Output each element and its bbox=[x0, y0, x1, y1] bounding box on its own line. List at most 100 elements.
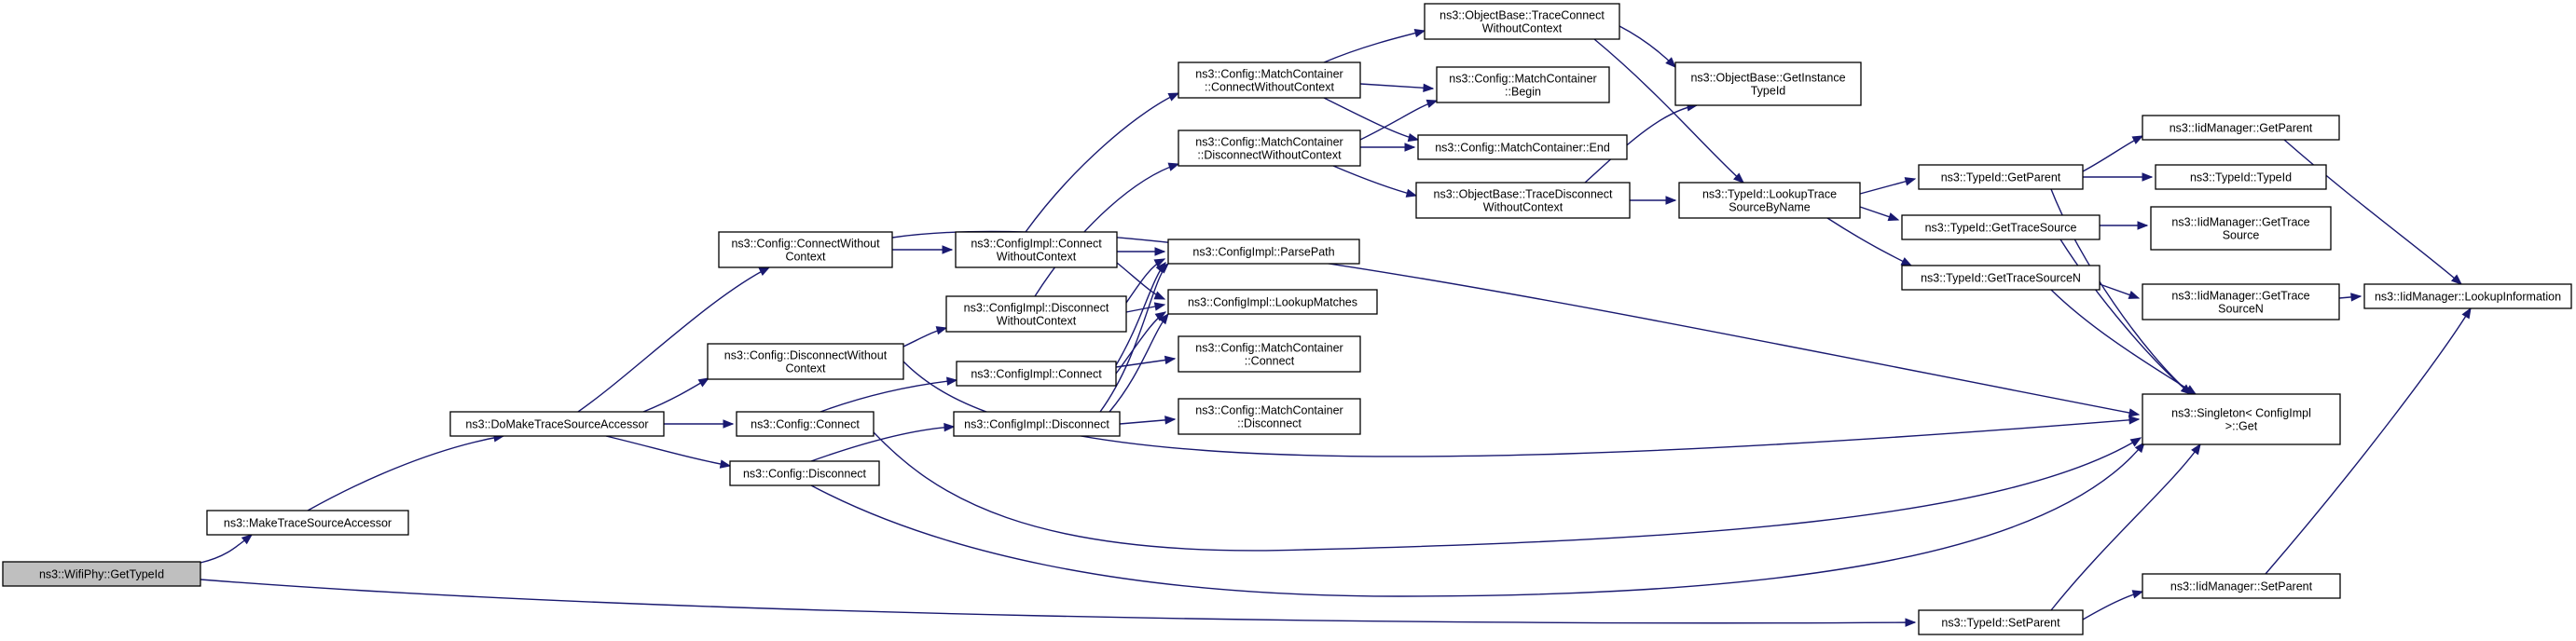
arrowhead-wifi-to-make bbox=[241, 534, 254, 545]
node-label-obtd-1: WithoutContext bbox=[1483, 201, 1564, 214]
node-tgetparent[interactable]: ns3::TypeId::GetParent bbox=[1918, 164, 2084, 190]
arrowhead-tlookup-to-tgetparent bbox=[1904, 177, 1917, 186]
arrowhead-cdwc-to-idwc bbox=[935, 326, 948, 335]
arrowhead-domake-to-ccwc bbox=[758, 266, 771, 276]
node-lmatch[interactable]: ns3::ConfigImpl::LookupMatches bbox=[1167, 289, 1378, 315]
node-box-imsetparent bbox=[2142, 573, 2341, 599]
node-tgettsn[interactable]: ns3::TypeId::GetTraceSourceN bbox=[1901, 265, 2101, 291]
node-label-iconn-0: ns3::ConfigImpl::Connect bbox=[971, 368, 1102, 381]
edge-mccwc-to-mcbegin bbox=[1359, 83, 1434, 89]
edge-imsetparent-to-imlookup bbox=[2265, 307, 2472, 575]
call-edges bbox=[200, 25, 2472, 627]
arrowhead-imsetparent-to-imlookup bbox=[2461, 307, 2472, 320]
node-box-icwc bbox=[955, 231, 1118, 268]
node-singleton[interactable]: ns3::Singleton< ConfigImpl >::Get bbox=[2142, 393, 2341, 445]
node-make[interactable]: ns3::MakeTraceSourceAccessor bbox=[206, 510, 409, 536]
node-box-wifi bbox=[2, 561, 201, 587]
node-obtd[interactable]: ns3::ObjectBase::TraceDisconnectWithoutC… bbox=[1415, 182, 1631, 219]
node-label-idwc-0: ns3::ConfigImpl::Disconnect bbox=[964, 302, 1109, 315]
node-label-tgetts-0: ns3::TypeId::GetTraceSource bbox=[1925, 222, 2077, 235]
edge-idwc-to-mcdwc bbox=[1034, 163, 1179, 297]
arrowhead-tlookup-to-tgettsn bbox=[1900, 257, 1913, 266]
node-label-tsetparent-0: ns3::TypeId::SetParent bbox=[1941, 617, 2060, 630]
node-label-lmatch-0: ns3::ConfigImpl::LookupMatches bbox=[1188, 296, 1357, 309]
arrowhead-tgetparent-to-ttypeid bbox=[2142, 172, 2154, 182]
node-label-cdwc-1: Context bbox=[785, 362, 826, 375]
node-ccwc[interactable]: ns3::Config::ConnectWithoutContext bbox=[718, 231, 893, 268]
node-mcend[interactable]: ns3::Config::MatchContainer::End bbox=[1417, 134, 1628, 160]
arrowhead-domake-to-cdwc bbox=[697, 377, 710, 388]
arrowhead-obtc-to-tlookup bbox=[1733, 172, 1745, 184]
node-box-obtc bbox=[1424, 3, 1620, 40]
node-tsetparent[interactable]: ns3::TypeId::SetParent bbox=[1918, 609, 2084, 635]
arrowhead-icwc-to-lmatch bbox=[1153, 291, 1166, 300]
node-mcdisc[interactable]: ns3::Config::MatchContainer::Disconnect bbox=[1178, 398, 1361, 435]
node-idisc[interactable]: ns3::ConfigImpl::Disconnect bbox=[953, 411, 1121, 437]
node-icwc[interactable]: ns3::ConfigImpl::ConnectWithoutContext bbox=[955, 231, 1118, 268]
node-mcbegin[interactable]: ns3::Config::MatchContainer::Begin bbox=[1436, 66, 1610, 103]
node-label-tgetparent-0: ns3::TypeId::GetParent bbox=[1941, 171, 2061, 184]
node-box-iconn bbox=[956, 361, 1117, 387]
node-label-mcbegin-1: ::Begin bbox=[1505, 86, 1541, 99]
node-imgetts[interactable]: ns3::IidManager::GetTraceSource bbox=[2150, 206, 2332, 251]
node-box-cdwc bbox=[707, 343, 904, 380]
node-label-obgi-1: TypeId bbox=[1751, 85, 1786, 98]
edge-tsetparent-to-singleton bbox=[2050, 443, 2201, 611]
node-mcconn[interactable]: ns3::Config::MatchContainer::Connect bbox=[1178, 335, 1361, 373]
arrowhead-tsetparent-to-imsetparent bbox=[2131, 590, 2144, 599]
arrowhead-ccwc-to-icwc bbox=[942, 245, 954, 254]
node-box-ppath bbox=[1167, 239, 1360, 265]
node-box-lmatch bbox=[1167, 289, 1378, 315]
node-imgettsn[interactable]: ns3::IidManager::GetTraceSourceN bbox=[2142, 283, 2340, 320]
node-box-tgetts bbox=[1901, 214, 2101, 240]
node-ppath[interactable]: ns3::ConfigImpl::ParsePath bbox=[1167, 239, 1360, 265]
node-imgetparent[interactable]: ns3::IidManager::GetParent bbox=[2142, 115, 2340, 141]
node-label-idisc-0: ns3::ConfigImpl::Disconnect bbox=[964, 418, 1109, 431]
edge-cdisc-to-singleton bbox=[810, 442, 2145, 597]
edge-idisc-to-ppath bbox=[1099, 263, 1169, 413]
node-wifi[interactable]: ns3::WifiPhy::GetTypeId bbox=[2, 561, 201, 587]
node-cdisc[interactable]: ns3::Config::Disconnect bbox=[729, 460, 880, 486]
node-mccwc[interactable]: ns3::Config::MatchContainer::ConnectWith… bbox=[1178, 61, 1361, 99]
edge-obtc-to-obgi bbox=[1619, 25, 1676, 68]
node-label-mcend-0: ns3::Config::MatchContainer::End bbox=[1435, 142, 1610, 155]
node-label-imsetparent-0: ns3::IidManager::SetParent bbox=[2170, 580, 2313, 593]
node-mcdwc[interactable]: ns3::Config::MatchContainer::DisconnectW… bbox=[1178, 130, 1361, 167]
arrowhead-mcdwc-to-obtd bbox=[1405, 188, 1418, 198]
edge-obtd-to-obgi bbox=[1584, 104, 1698, 184]
arrowhead-tsetparent-to-singleton bbox=[2191, 443, 2201, 456]
edge-obtc-to-tlookup bbox=[1593, 38, 1744, 184]
node-domake[interactable]: ns3::DoMakeTraceSourceAccessor bbox=[449, 411, 665, 437]
node-obtc[interactable]: ns3::ObjectBase::TraceConnectWithoutCont… bbox=[1424, 3, 1620, 40]
node-label-singleton-1: >::Get bbox=[2225, 420, 2258, 433]
arrowhead-wifi-to-tsetparent bbox=[1905, 618, 1917, 627]
node-idwc[interactable]: ns3::ConfigImpl::DisconnectWithoutContex… bbox=[945, 295, 1127, 333]
edge-cconn-to-singleton bbox=[873, 431, 2142, 552]
node-label-obtd-0: ns3::ObjectBase::TraceDisconnect bbox=[1434, 188, 1614, 201]
node-ttypeid[interactable]: ns3::TypeId::TypeId bbox=[2155, 164, 2327, 190]
node-label-imgetts-1: Source bbox=[2223, 229, 2260, 242]
node-box-tlookup bbox=[1678, 182, 1861, 219]
arrowhead-iconn-to-lmatch bbox=[1154, 311, 1167, 321]
arrowhead-imgettsn-to-imlookup bbox=[2350, 293, 2362, 302]
node-imsetparent[interactable]: ns3::IidManager::SetParent bbox=[2142, 573, 2341, 599]
arrowhead-mcdwc-to-mcbegin bbox=[1426, 99, 1439, 108]
node-tgetts[interactable]: ns3::TypeId::GetTraceSource bbox=[1901, 214, 2101, 240]
arrowhead-idwc-to-lmatch bbox=[1153, 302, 1166, 311]
node-box-singleton bbox=[2142, 393, 2341, 445]
node-label-cconn-0: ns3::Config::Connect bbox=[751, 418, 860, 431]
node-label-icwc-1: WithoutContext bbox=[997, 251, 1077, 264]
node-label-tlookup-1: SourceByName bbox=[1729, 201, 1811, 214]
node-label-cdwc-0: ns3::Config::DisconnectWithout bbox=[724, 349, 888, 362]
node-cdwc[interactable]: ns3::Config::DisconnectWithoutContext bbox=[707, 343, 904, 380]
node-label-mccwc-1: ::ConnectWithoutContext bbox=[1205, 81, 1334, 94]
node-iconn[interactable]: ns3::ConfigImpl::Connect bbox=[956, 361, 1117, 387]
node-imlookup[interactable]: ns3::IidManager::LookupInformation bbox=[2363, 283, 2572, 309]
node-box-idisc bbox=[953, 411, 1121, 437]
node-label-cdisc-0: ns3::Config::Disconnect bbox=[743, 468, 867, 481]
node-label-mcbegin-0: ns3::Config::MatchContainer bbox=[1449, 73, 1596, 86]
node-cconn[interactable]: ns3::Config::Connect bbox=[736, 411, 875, 437]
node-label-mcdisc-0: ns3::Config::MatchContainer bbox=[1195, 404, 1343, 417]
